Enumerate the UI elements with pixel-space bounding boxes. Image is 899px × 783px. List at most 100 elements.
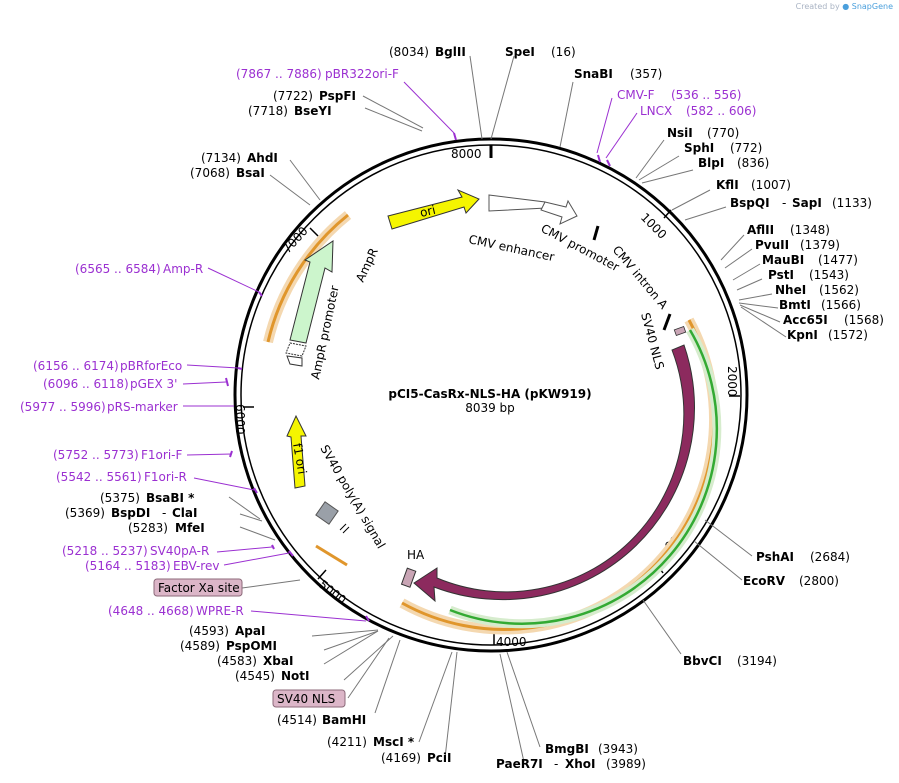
svg-text:(5375): (5375) [100,491,140,505]
svg-text:SphI: SphI [684,141,714,155]
enzyme-ahdi[interactable]: (7134) AhdI [201,151,278,165]
enzyme-bseyi[interactable]: (7718) BseYI [248,104,332,118]
svg-text:PspFI: PspFI [319,89,356,103]
cmv-enhancer-label: CMV enhancer [467,232,555,264]
enzyme-aflii[interactable]: AflII (1348) [747,223,830,237]
enzyme-noti[interactable]: (4545) NotI [235,669,310,683]
primer-ebv-rev[interactable]: (5164 .. 5183) EBV-rev [85,559,219,573]
enzyme-mfei[interactable]: (5283) MfeI [128,521,205,535]
enzyme-kpni[interactable]: KpnI (1572) [787,328,868,342]
enzyme-snabi[interactable]: SnaBI (357) [574,67,662,81]
enzyme-nhei[interactable]: NheI (1562) [775,283,859,297]
primer-f1ori-r[interactable]: (5542 .. 5561) F1ori-R [56,470,187,484]
enzyme-pspfi[interactable]: (7722) PspFI [273,89,356,103]
enzyme-paer7i-xhoi[interactable]: PaeR7I - XhoI (3989) [496,757,646,771]
svg-text:(7718): (7718) [248,104,288,118]
primer-f1ori-f[interactable]: (5752 .. 5773) F1ori-F [53,448,182,462]
svg-text:PciI: PciI [427,751,452,765]
enzyme-maubi[interactable]: MauBI (1477) [762,253,858,267]
svg-text:ClaI: ClaI [172,506,197,520]
svg-text:CMV-F: CMV-F [617,88,655,102]
svg-text:XbaI: XbaI [263,654,293,668]
svg-text:(5977 .. 5996): (5977 .. 5996) [20,400,106,414]
cmv-enhancer-arrow [488,194,547,212]
enzyme-xbai[interactable]: (4583) XbaI [217,654,293,668]
enzyme-bsabi[interactable]: (5375) BsaBI * [100,491,195,505]
enzyme-spei[interactable]: SpeI (16) [505,45,576,59]
primer-pbr322ori-f[interactable]: (7867 .. 7886) pBR322ori-F [236,67,399,81]
enzyme-apai[interactable]: (4593) ApaI [189,624,265,638]
enzyme-pvuii[interactable]: PvuII (1379) [755,238,840,252]
svg-text:AhdI: AhdI [247,151,278,165]
svg-text:KflI: KflI [716,178,739,192]
primer-wpre-r[interactable]: (4648 .. 4668) WPRE-R [108,604,244,618]
enzyme-blpi[interactable]: BlpI (836) [698,156,769,170]
svg-text:(4648 .. 4668): (4648 .. 4668) [108,604,194,618]
svg-text:BspDI: BspDI [111,506,150,520]
enzyme-sphi[interactable]: SphI (772) [684,141,762,155]
svg-text:PvuII: PvuII [755,238,789,252]
ampr-promoter-head [286,355,303,367]
ampr-label: AmpR [353,246,381,284]
enzyme-bbvci[interactable]: BbvCI (3194) [683,654,777,668]
svg-text:KpnI: KpnI [787,328,818,342]
enzyme-pshai[interactable]: PshAI (2684) [756,550,850,564]
svg-text:(1007): (1007) [751,178,791,192]
svg-text:Acc65I: Acc65I [783,313,828,327]
svg-text:(2800): (2800) [799,574,839,588]
enzyme-bmgbi[interactable]: BmgBI (3943) [545,742,638,756]
enzyme-nsii[interactable]: NsiI (770) [667,126,739,140]
svg-text:Amp-R: Amp-R [163,262,203,276]
svg-text:Factor Xa site: Factor Xa site [158,581,240,595]
svg-text:PspOMI: PspOMI [226,639,277,653]
enzyme-ecorv[interactable]: EcoRV (2800) [743,574,839,588]
svg-text:BlpI: BlpI [698,156,724,170]
primer-labels: (7867 .. 7886) pBR322ori-F CMV-F (536 ..… [20,67,756,618]
svg-text:(3943): (3943) [598,742,638,756]
tick-7000 [309,227,319,237]
sv40-polya-mark-1 [339,523,347,531]
factor-xa-site-label[interactable]: Factor Xa site [153,578,243,597]
enzyme-bspdi-clai[interactable]: (5369) BspDI - ClaI [65,506,197,520]
enzyme-acc65i[interactable]: Acc65I (1568) [783,313,884,327]
position-ticks [243,145,740,645]
primer-sv40pa-r[interactable]: (5218 .. 5237) SV40pA-R [62,544,209,558]
enzyme-psti[interactable]: PstI (1543) [768,268,849,282]
svg-text:(2684): (2684) [810,550,850,564]
enzyme-pspomi[interactable]: (4589) PspOMI [180,639,277,653]
primer-pgex-3[interactable]: (6096 .. 6118) pGEX 3' [43,377,177,391]
primer-amp-r[interactable]: (6565 .. 6584) Amp-R [75,262,203,276]
svg-text:(3194): (3194) [737,654,777,668]
ori-arrow [387,188,480,230]
svg-text:(7722): (7722) [273,89,313,103]
svg-text:MauBI: MauBI [762,253,804,267]
svg-text:BmgBI: BmgBI [545,742,589,756]
svg-text:(5164 .. 5183): (5164 .. 5183) [85,559,171,573]
enzyme-bspqi-sapi[interactable]: BspQI - SapI (1133) [730,196,872,210]
enzyme-bmti[interactable]: BmtI (1566) [779,298,861,312]
enzyme-bamhi[interactable]: (4514) BamHI [277,713,366,727]
sv40-nls-box-label[interactable]: SV40 NLS [272,689,346,708]
svg-text:(16): (16) [551,45,576,59]
enzyme-pcii[interactable]: (4169) PciI [381,751,452,765]
enzyme-kfli[interactable]: KflI (1007) [716,178,791,192]
enzyme-bglii[interactable]: (8034) BglII [389,45,466,59]
orange-band-small [315,544,348,567]
map-center-title: pCI5-CasRx-NLS-HA (pKW919) 8039 bp [388,387,591,415]
svg-text:BmtI: BmtI [779,298,811,312]
primer-pbrforeco[interactable]: (6156 .. 6174) pBRforEco [33,359,182,373]
tick-label-6000: 6000 [233,404,247,435]
svg-text:pBR322ori-F: pBR322ori-F [325,67,399,81]
primer-prs-marker[interactable]: (5977 .. 5996) pRS-marker [20,400,178,414]
f1-ori-arrow [286,414,307,489]
svg-text:pRS-marker: pRS-marker [107,400,178,414]
svg-text:(1568): (1568) [844,313,884,327]
sv40-polya-feature: SV40 poly(A) signal [315,443,388,551]
primer-lncx[interactable]: LNCX (582 .. 606) [640,104,756,118]
primer-cmv-f[interactable]: CMV-F (536 .. 556) [617,88,741,102]
enzyme-labels: (8034) BglII SpeI (16) SnaBI (357) NsiI … [65,45,884,771]
svg-text:(4211): (4211) [327,735,367,749]
enzyme-bsai[interactable]: (7068) BsaI [190,166,265,180]
enzyme-msci[interactable]: (4211) MscI * [327,735,415,749]
